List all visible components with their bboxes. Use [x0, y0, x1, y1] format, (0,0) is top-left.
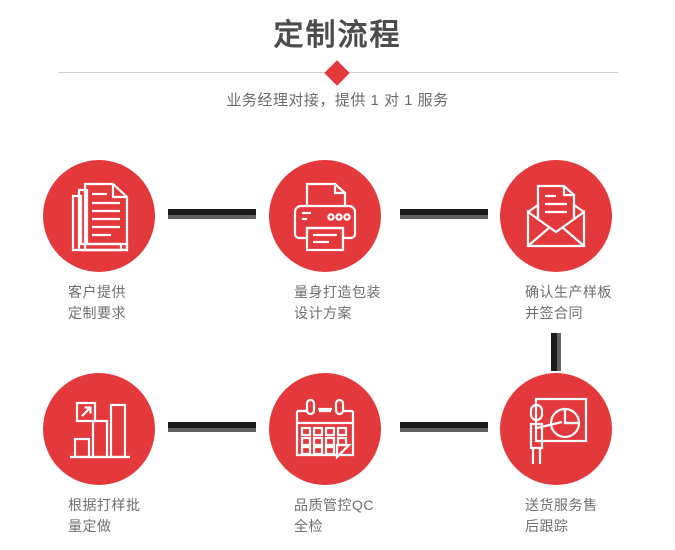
- flow-step-6-label: 送货服务售 后跟踪: [525, 497, 598, 534]
- connector-bar: [551, 333, 557, 371]
- title-divider: [0, 60, 675, 86]
- step-5-icon-circle: [269, 373, 381, 485]
- page-title: 定制流程: [273, 19, 402, 52]
- flow-step-1-label: 客户提供 定制要求: [68, 284, 126, 321]
- connector-bar: [400, 209, 488, 215]
- bar-chart-growth-icon: [70, 401, 130, 459]
- connector-step1-step2: [168, 209, 256, 219]
- envelope-letter-icon: [526, 184, 586, 248]
- presentation-pie-chart-icon: [529, 397, 588, 464]
- connector-step5-step6: [400, 422, 488, 432]
- step-3-icon-circle: [500, 160, 612, 272]
- flow-step-3-label: 确认生产样板 并签合同: [525, 284, 612, 321]
- connector-bar: [168, 422, 256, 428]
- connector-step2-step3: [400, 209, 488, 219]
- connector-shadow: [400, 428, 488, 432]
- connector-step3-step6: [551, 333, 561, 371]
- connector-bar: [400, 422, 488, 428]
- printer-icon: [293, 182, 357, 252]
- header-section: 定制流程 业务经理对接，提供 1 对 1 服务: [0, 0, 675, 140]
- step-2-icon-circle: [269, 160, 381, 272]
- documents-stack-icon: [71, 182, 129, 252]
- step-4-icon-circle: [43, 373, 155, 485]
- flow-step-4-label: 根据打样批 量定做: [68, 497, 141, 534]
- calendar-icon: [295, 398, 355, 460]
- step-6-icon-circle: [500, 373, 612, 485]
- connector-bar: [168, 209, 256, 215]
- connector-step4-step5: [168, 422, 256, 432]
- flow-step-5-label: 品质管控QC 全检: [294, 497, 374, 534]
- flow-step-2-label: 量身打造包装 设计方案: [294, 284, 381, 321]
- step-1-icon-circle: [43, 160, 155, 272]
- connector-shadow: [557, 333, 561, 371]
- page-subtitle: 业务经理对接，提供 1 对 1 服务: [226, 92, 449, 109]
- connector-shadow: [400, 215, 488, 219]
- connector-shadow: [168, 215, 256, 219]
- connector-shadow: [168, 428, 256, 432]
